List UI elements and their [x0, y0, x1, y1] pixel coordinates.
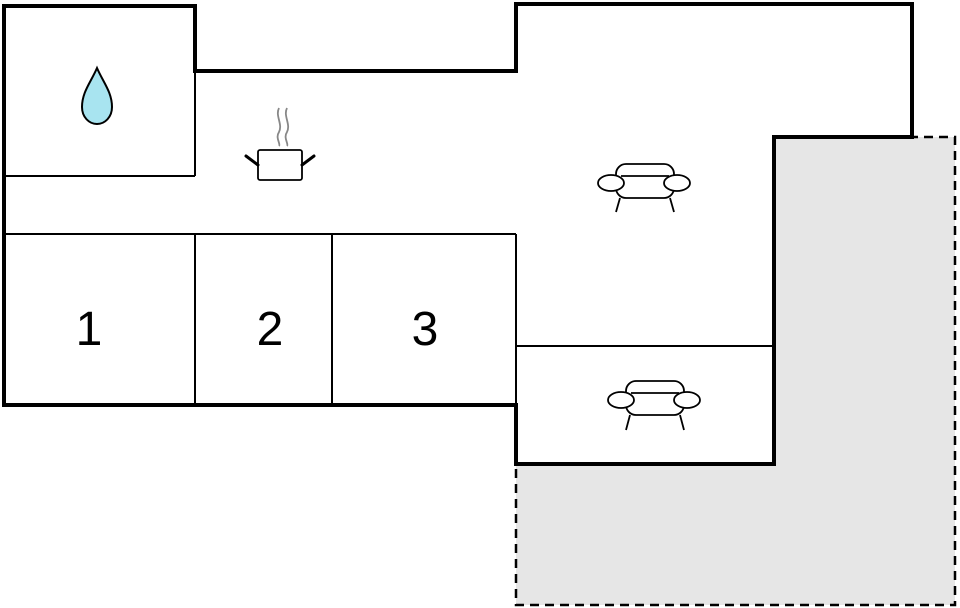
- bathroom-wall: [4, 71, 196, 177]
- cooking-pot-icon: [244, 107, 316, 181]
- sofa-icon: [607, 380, 701, 431]
- room-label-3: 3: [412, 303, 439, 356]
- water-drop-icon: [80, 65, 114, 126]
- room-label-2: 2: [257, 303, 284, 356]
- sofa-icon: [597, 163, 691, 213]
- room-label-1: 1: [76, 303, 103, 356]
- interior-walls: [4, 71, 774, 405]
